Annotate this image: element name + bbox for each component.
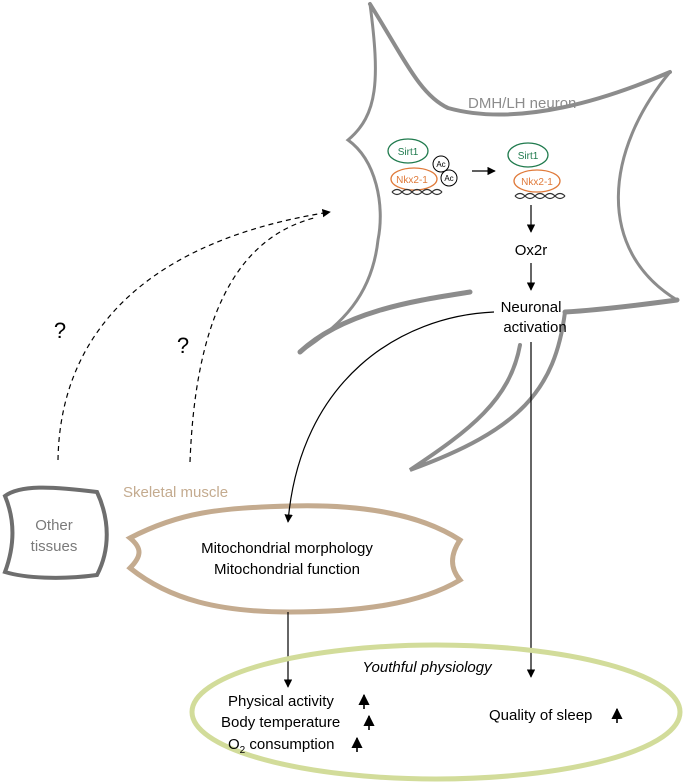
nkx-left-label: Nkx2-1 xyxy=(396,175,428,186)
physiology-item-3-subscript: 2 xyxy=(240,745,246,756)
dna-left xyxy=(391,188,443,196)
nkx-right-label: Nkx2-1 xyxy=(521,177,553,188)
physiology-item-1: Physical activity xyxy=(228,693,334,710)
acetylated-complex: Sirt1 Nkx2-1 Ac Ac xyxy=(387,138,458,196)
sirt1-left-label: Sirt1 xyxy=(398,147,419,158)
ox2r-label: Ox2r xyxy=(515,242,548,259)
muscle-line2: Mitochondrial function xyxy=(214,561,360,578)
deacetylated-complex: Sirt1 Nkx2-1 xyxy=(507,142,566,200)
sirt1-right-oval xyxy=(507,142,549,168)
physiology-item-2: Body temperature xyxy=(221,714,340,731)
increase-arrows xyxy=(351,693,623,752)
physiology-item-3-suffix: consumption xyxy=(245,736,334,753)
dashed-signal-muscle xyxy=(189,217,315,463)
dashed-signal-other-tissues xyxy=(57,209,331,461)
muscle-outline xyxy=(125,503,464,615)
neuron-left-lower-arm xyxy=(297,289,473,355)
activation-label-line1: Neuronal xyxy=(501,299,562,316)
acetyl-label-2: Ac xyxy=(444,174,453,183)
nkx-right-oval xyxy=(513,169,561,193)
activation-label-line2: activation xyxy=(503,319,566,336)
neuron-label: DMH/LH neuron xyxy=(468,95,576,112)
acetyl-group-1 xyxy=(432,155,450,173)
sirt1-right-label: Sirt1 xyxy=(518,151,539,162)
physiology-item-3: O2 consumption xyxy=(228,736,334,756)
other-tissues-line1: Other xyxy=(35,517,73,534)
question-mark-1: ? xyxy=(54,318,66,343)
neuron-outline xyxy=(297,2,680,472)
neuron-bottom-arm xyxy=(408,310,567,472)
physiology-item-3-prefix: O xyxy=(228,736,240,753)
dna-right xyxy=(514,192,566,200)
other-tissues-line2: tissues xyxy=(31,538,78,555)
sleep-label: Quality of sleep xyxy=(489,707,592,724)
acetyl-group-2 xyxy=(440,169,458,187)
muscle-label: Skeletal muscle xyxy=(123,484,228,501)
neuron-right-lower-arm xyxy=(616,70,679,302)
neuron-left-upper-arm xyxy=(298,2,382,354)
sirt1-left-oval xyxy=(387,138,429,164)
question-mark-2: ? xyxy=(177,333,189,358)
muscle-line1: Mitochondrial morphology xyxy=(201,540,373,557)
neuron-right-upper-arm xyxy=(562,297,680,315)
activation-to-muscle-arrow xyxy=(284,311,495,523)
physiology-outline xyxy=(189,642,683,782)
acetyl-label-1: Ac xyxy=(436,160,445,169)
other-tissues-outline xyxy=(2,485,109,580)
physiology-title: Youthful physiology xyxy=(362,659,493,676)
neuron-top-arm xyxy=(368,2,672,117)
